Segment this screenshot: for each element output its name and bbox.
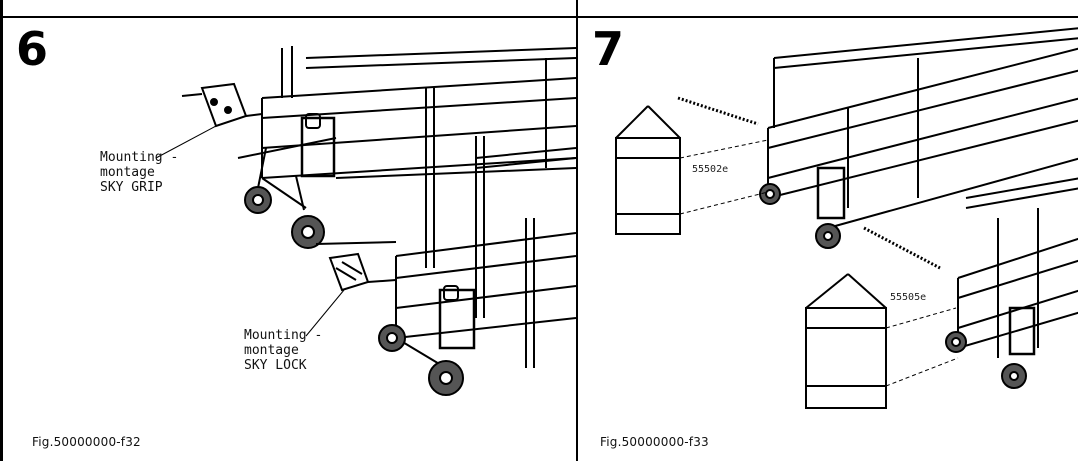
sky-lock-callout: Mounting - montage SKY LOCK — [244, 328, 322, 373]
lower-platform-drawing — [863, 177, 1078, 389]
lower-platform-drawing — [315, 147, 576, 396]
top-border — [3, 16, 1078, 18]
part-code-label: 55505e — [890, 292, 927, 303]
top-divider-tick — [576, 0, 578, 16]
callout-line: montage — [244, 343, 299, 358]
platform-assembly-illustration — [615, 27, 1078, 409]
callout-line: Mounting - — [244, 328, 323, 343]
upper-platform-drawing — [181, 46, 576, 318]
step-7-panel: 7 55502e 55505e Fig.50000000-f33 — [578, 18, 1078, 461]
step-6-panel: 6 Mounting - montage SKY GRIP Mounting -… — [6, 18, 576, 461]
callout-line: SKY LOCK — [244, 358, 307, 373]
callout-line: Mounting - — [100, 150, 179, 165]
figure-caption: Fig.50000000-f32 — [32, 435, 141, 449]
part-code-label: 55502e — [692, 164, 729, 175]
sky-grip-callout: Mounting - montage SKY GRIP — [100, 150, 178, 195]
upper-platform-drawing — [677, 27, 1078, 249]
step-number: 6 — [16, 22, 49, 76]
cradle-lower-drawing — [805, 273, 959, 409]
panel-divider — [576, 18, 578, 461]
figure-caption: Fig.50000000-f33 — [600, 435, 709, 449]
sky-grip-sky-lock-illustration — [155, 46, 576, 396]
step-number: 7 — [592, 22, 625, 76]
cradle-upper-drawing — [615, 105, 769, 235]
callout-line: montage — [100, 165, 155, 180]
callout-line: SKY GRIP — [100, 180, 163, 195]
